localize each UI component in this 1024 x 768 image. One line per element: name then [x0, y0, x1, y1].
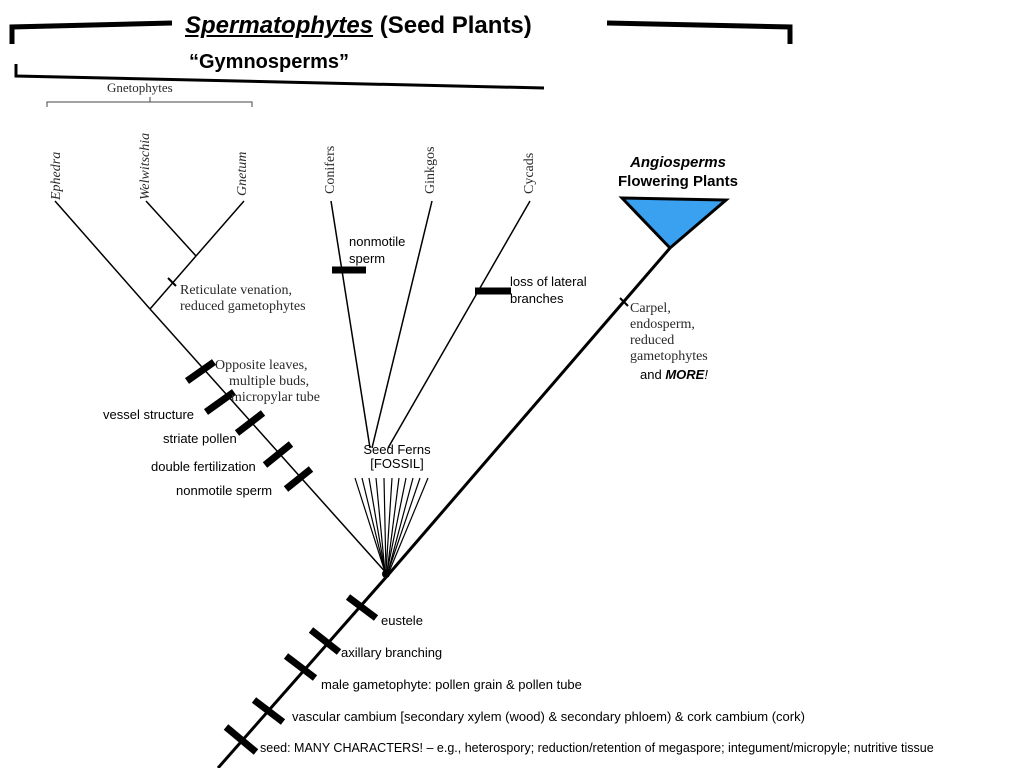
gymnosperms-subtitle: “Gymnosperms” — [189, 51, 350, 73]
label-prefix: and — [640, 367, 666, 382]
taxon-welwitschia: Welwitschia — [138, 132, 153, 200]
welwitschia-branch — [145, 200, 197, 257]
conifers-branch — [330, 200, 371, 449]
angiosperms-label: Angiosperms Flowering Plants — [600, 153, 756, 191]
taxon-cycads: Cycads — [522, 152, 537, 194]
vascular-cambium-label: vascular cambium [secondary xylem (wood)… — [292, 709, 805, 724]
label-line: reduced — [630, 333, 675, 348]
label-line: sperm — [349, 251, 386, 266]
striate-pollen-label: striate pollen — [163, 431, 237, 446]
angiosperms-common: Flowering Plants — [617, 173, 738, 190]
reticulate-tick — [167, 277, 177, 287]
taxon-ginkgos: Ginkgos — [423, 146, 438, 194]
label-line: branches — [510, 291, 564, 306]
seed-ferns-label: Seed Ferns [FOSSIL] — [354, 443, 440, 471]
label-line: loss of lateral — [510, 274, 587, 289]
seed-fern-fan — [354, 477, 429, 573]
label-line: Seed Ferns — [363, 442, 431, 457]
opposite-leaves-label: Opposite leaves, multiple buds, micropyl… — [215, 358, 320, 406]
label-line: Opposite leaves, — [215, 358, 308, 373]
label-line: endosperm, — [630, 317, 695, 332]
male-gametophyte-label: male gametophyte: pollen grain & pollen … — [321, 677, 582, 692]
gnetophytes-label: Gnetophytes — [107, 80, 173, 95]
and-more-label: and MORE! — [640, 367, 708, 382]
seed-label: seed: MANY CHARACTERS! – e.g., heterospo… — [260, 741, 934, 755]
synapomorphy-bars — [184, 266, 511, 755]
carpel-label: Carpel, endosperm, reduced gametophytes — [630, 301, 708, 365]
taxon-conifers: Conifers — [323, 145, 338, 194]
loss-lateral-label: loss of lateral branches — [510, 273, 587, 307]
ephedra-branch — [54, 200, 151, 310]
label-line: Carpel, — [630, 301, 671, 316]
axillary-branching-label: axillary branching — [341, 645, 443, 660]
label-line: Reticulate venation, — [180, 283, 292, 298]
gymnosperms-bracket — [14, 64, 545, 90]
angiosperms-name: Angiosperms — [630, 154, 726, 171]
label-line: gametophytes — [630, 349, 708, 364]
title-emphasis: Spermatophytes — [185, 12, 374, 39]
gnetophyte-stem — [149, 308, 389, 576]
double-fertilization-label: double fertilization — [151, 459, 256, 474]
conifer-nonmotile-sperm-label: nonmotile sperm — [349, 233, 405, 267]
carpel-tick — [619, 297, 629, 307]
label-line: [FOSSIL] — [370, 456, 424, 471]
page-title: Spermatophytes (Seed Plants) — [185, 12, 532, 40]
label-suffix: ! — [704, 367, 708, 382]
label-line: multiple buds, — [229, 374, 310, 389]
ginkgos-branch — [371, 200, 433, 449]
angiosperm-branch — [386, 247, 672, 576]
title-rest: (Seed Plants) — [379, 12, 532, 39]
gnetophytes-bracket — [46, 97, 253, 107]
label-line: nonmotile — [349, 234, 406, 249]
spermatophytes-bracket — [9, 20, 793, 44]
nonmotile-sperm-label: nonmotile sperm — [176, 483, 273, 498]
eustele-label: eustele — [381, 613, 423, 628]
label-line: reduced gametophytes — [180, 299, 306, 314]
cycads-branch — [387, 200, 531, 449]
label-bold: MORE — [665, 367, 705, 382]
label-line: micropylar tube — [231, 390, 321, 405]
vessel-structure-label: vessel structure — [103, 407, 195, 422]
reticulate-label: Reticulate venation, reduced gametophyte… — [180, 283, 306, 315]
angiosperm-triangle — [618, 196, 730, 251]
gnetum-branch — [195, 200, 245, 257]
taxon-gnetum: Gnetum — [235, 151, 250, 196]
taxon-ephedra: Ephedra — [49, 151, 64, 200]
root-node — [382, 570, 390, 578]
